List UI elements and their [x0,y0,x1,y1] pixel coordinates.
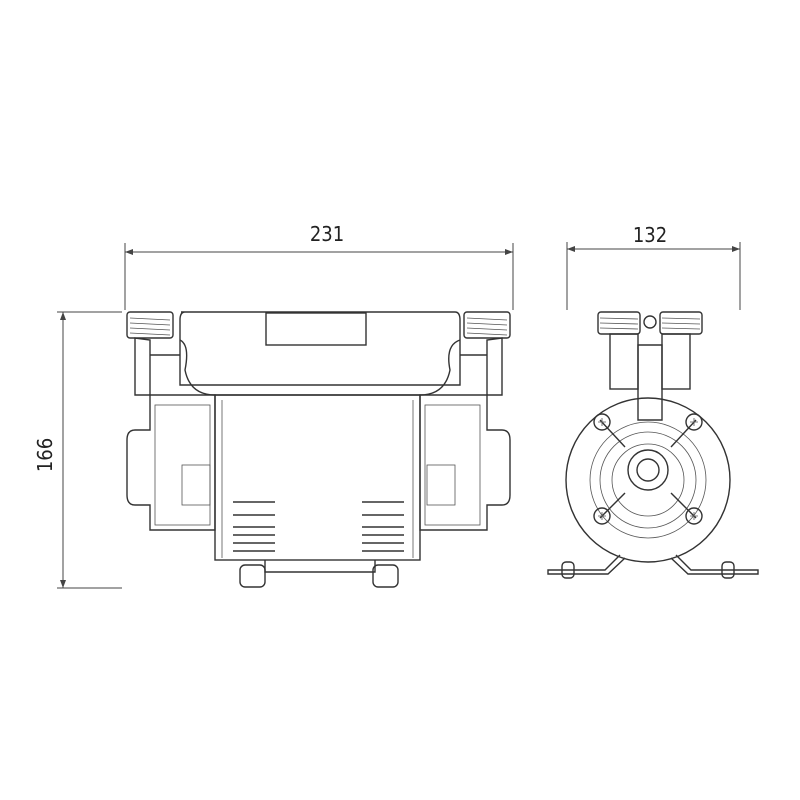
right-pump-head [419,394,511,531]
side-base-bracket [547,554,759,575]
top-housing [179,311,461,386]
motor-vents-left [233,501,275,552]
pump-casing [565,397,731,563]
front-view [126,311,511,588]
width-dimension: 231 [124,222,514,310]
left-inlet-thread [126,311,174,339]
left-foot [239,564,266,588]
side-view [547,311,759,579]
depth-dimension: 132 [566,223,741,310]
base-bracket [264,560,376,573]
impeller-hub [627,449,669,491]
depth-label: 132 [633,223,667,247]
width-label: 231 [310,222,344,246]
right-inlet-thread [463,311,511,339]
motor-vents-right [362,501,404,552]
screws [593,413,703,525]
height-dimension: 166 [33,311,122,589]
left-pump-head [126,394,216,531]
height-label: 166 [33,438,57,472]
right-foot [372,564,399,588]
